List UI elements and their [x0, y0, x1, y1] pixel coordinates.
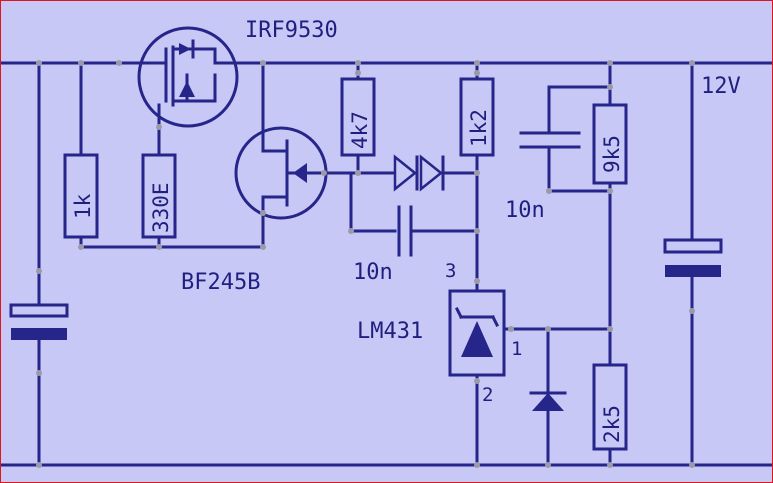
mosfet-symbol: [137, 26, 239, 157]
supply-voltage-label: 12V: [701, 74, 741, 99]
resistor-4k7-label: 4k7: [348, 111, 372, 149]
lm431-pin2: 2: [482, 384, 493, 406]
resistor-9k5: [592, 61, 628, 367]
resistor-1k2-label: 1k2: [467, 109, 491, 147]
left-electrolytic-capacitor: [9, 61, 69, 467]
double-diode: [393, 154, 479, 192]
resistor-1k-label: 1k: [71, 193, 95, 219]
capacitor-mid-label: 10n: [353, 260, 393, 285]
reference-diode: [529, 327, 567, 467]
jfet-symbol: [234, 61, 353, 249]
lm431-shunt-regulator: [448, 289, 612, 467]
resistor-2k5-label: 2k5: [600, 405, 624, 443]
capacitor-10n-mid: [397, 205, 479, 257]
resistor-9k5-label: 9k5: [600, 135, 624, 173]
capacitor-right-label: 10n: [505, 198, 545, 223]
lm431-label: LM431: [357, 319, 423, 344]
right-electrolytic-capacitor: [663, 61, 723, 467]
lm431-pin3: 3: [445, 260, 456, 282]
resistor-2k5: [592, 363, 628, 467]
junction-dots: [36, 60, 695, 468]
jfet-label: BF245B: [181, 270, 260, 295]
lm431-pin1: 1: [511, 338, 522, 360]
resistor-1k: [63, 61, 99, 249]
capacitor-10n-right: [519, 85, 612, 193]
resistor-330e-label: 330E: [149, 182, 173, 233]
mosfet-label: IRF9530: [245, 18, 338, 43]
resistor-1k2: [459, 61, 495, 293]
